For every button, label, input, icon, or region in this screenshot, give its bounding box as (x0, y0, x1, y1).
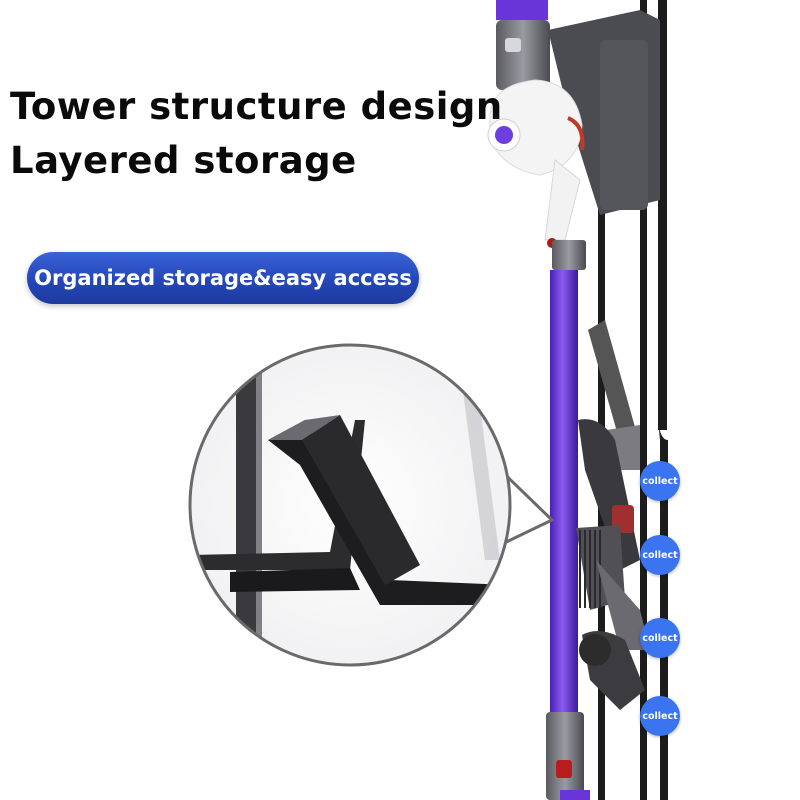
collect-tag[interactable]: collect (640, 461, 680, 501)
vacuum-wand (546, 240, 590, 800)
collect-tag[interactable]: collect (640, 696, 680, 736)
headline-line-2: Layered storage (10, 139, 357, 182)
collect-tag[interactable]: collect (640, 618, 680, 658)
feature-badge: Organized storage&easy access (27, 252, 419, 304)
collect-tag[interactable]: collect (640, 535, 680, 575)
headline-line-1: Tower structure design (10, 85, 503, 128)
zoom-bubble (188, 343, 512, 667)
accessory-tools (576, 320, 650, 710)
headline: Tower structure design Layered storage (10, 80, 503, 188)
vacuum-body (487, 0, 660, 248)
